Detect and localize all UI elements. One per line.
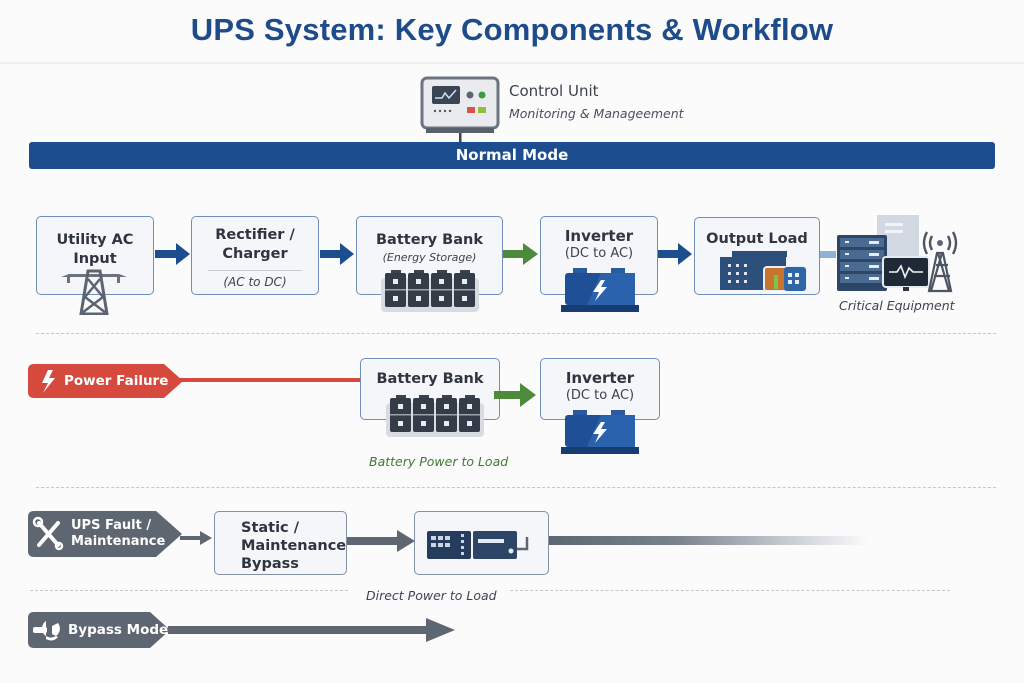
static-bypass-box: Static / Maintenance Bypass — [214, 511, 347, 575]
bypass-switch-icon — [427, 531, 529, 559]
control-unit-title: Control Unit — [509, 82, 599, 100]
static-bypass-title: Static / Maintenance Bypass — [241, 520, 347, 572]
battery-bank-subtitle: (Energy Storage) — [382, 251, 477, 264]
inverter-battery-icon — [561, 268, 639, 312]
page-title: UPS System: Key Components & Workflow — [190, 12, 834, 47]
battery-power-caption: Battery Power to Load — [369, 454, 509, 469]
output-load-title: Output Load — [706, 231, 808, 247]
normal-mode-bar: Normal Mode — [29, 142, 995, 169]
divider — [208, 270, 302, 271]
building-load-icon — [720, 251, 807, 291]
rectifier-title: Rectifier / Charger — [215, 227, 295, 262]
lightning-icon — [42, 370, 55, 393]
bypass-arrow-head — [426, 618, 455, 642]
wrench-icon — [33, 621, 60, 641]
rectifier-subtitle: (AC to DC) — [223, 275, 287, 289]
normal-flow-arrows — [155, 243, 692, 265]
arrow-bypass-to-switch — [347, 530, 415, 552]
control-unit-subtitle: Monitoring & Manageement — [509, 106, 684, 121]
failure-battery-title: Battery Bank — [376, 371, 484, 387]
arrow-fault-to-bypass — [180, 531, 212, 545]
critical-equipment-icon — [837, 215, 958, 293]
section-divider — [510, 590, 950, 591]
ups-fault-label: UPS Fault / Maintenance — [71, 518, 166, 549]
power-failure-line — [170, 378, 362, 382]
direct-power-fading-line — [549, 536, 869, 545]
ups-fault-tag-shape — [28, 511, 182, 557]
failure-inverter-title: Inverter — [565, 369, 635, 387]
inverter-title: Inverter — [564, 227, 634, 245]
section-divider — [30, 590, 348, 591]
control-unit-icon — [420, 76, 500, 145]
direct-power-caption: Direct Power to Load — [366, 588, 497, 603]
tools-icon — [32, 516, 64, 551]
section-divider — [36, 333, 996, 334]
arrow-battery-to-inverter-failure — [494, 383, 536, 407]
bypass-mode-label: Bypass Mode — [68, 622, 169, 638]
critical-equipment-label: Critical Equipment — [839, 298, 955, 313]
failure-inverter-subtitle: (DC to AC) — [565, 388, 635, 403]
arrow-utility-to-rectifier — [155, 243, 190, 265]
bypass-mode-tag-shape — [28, 612, 455, 648]
inverter-box: Inverter (DC to AC) — [540, 216, 658, 295]
power-failure-label: Power Failure — [64, 373, 169, 389]
inverter-battery-icon — [561, 410, 639, 454]
failure-inverter-box: Inverter (DC to AC) — [540, 358, 660, 420]
battery-pack-icon — [386, 395, 484, 437]
divider — [0, 62, 1024, 64]
arrow-battery-to-inverter — [503, 243, 538, 265]
utility-ac-input-title: Utility AC Input — [56, 232, 134, 267]
section-divider — [36, 487, 996, 488]
power-tower-icon — [61, 269, 127, 315]
power-failure-tag-shape — [28, 364, 183, 398]
inverter-subtitle: (DC to AC) — [564, 246, 634, 261]
arrow-inverter-to-output — [658, 243, 692, 265]
connector — [820, 251, 836, 258]
battery-bank-title: Battery Bank — [376, 232, 483, 248]
battery-pack-icon — [381, 270, 479, 312]
utility-ac-input-box: Utility AC Input — [36, 216, 154, 295]
arrow-rectifier-to-battery — [320, 243, 354, 265]
rectifier-charger-box: Rectifier / Charger (AC to DC) — [191, 216, 319, 295]
